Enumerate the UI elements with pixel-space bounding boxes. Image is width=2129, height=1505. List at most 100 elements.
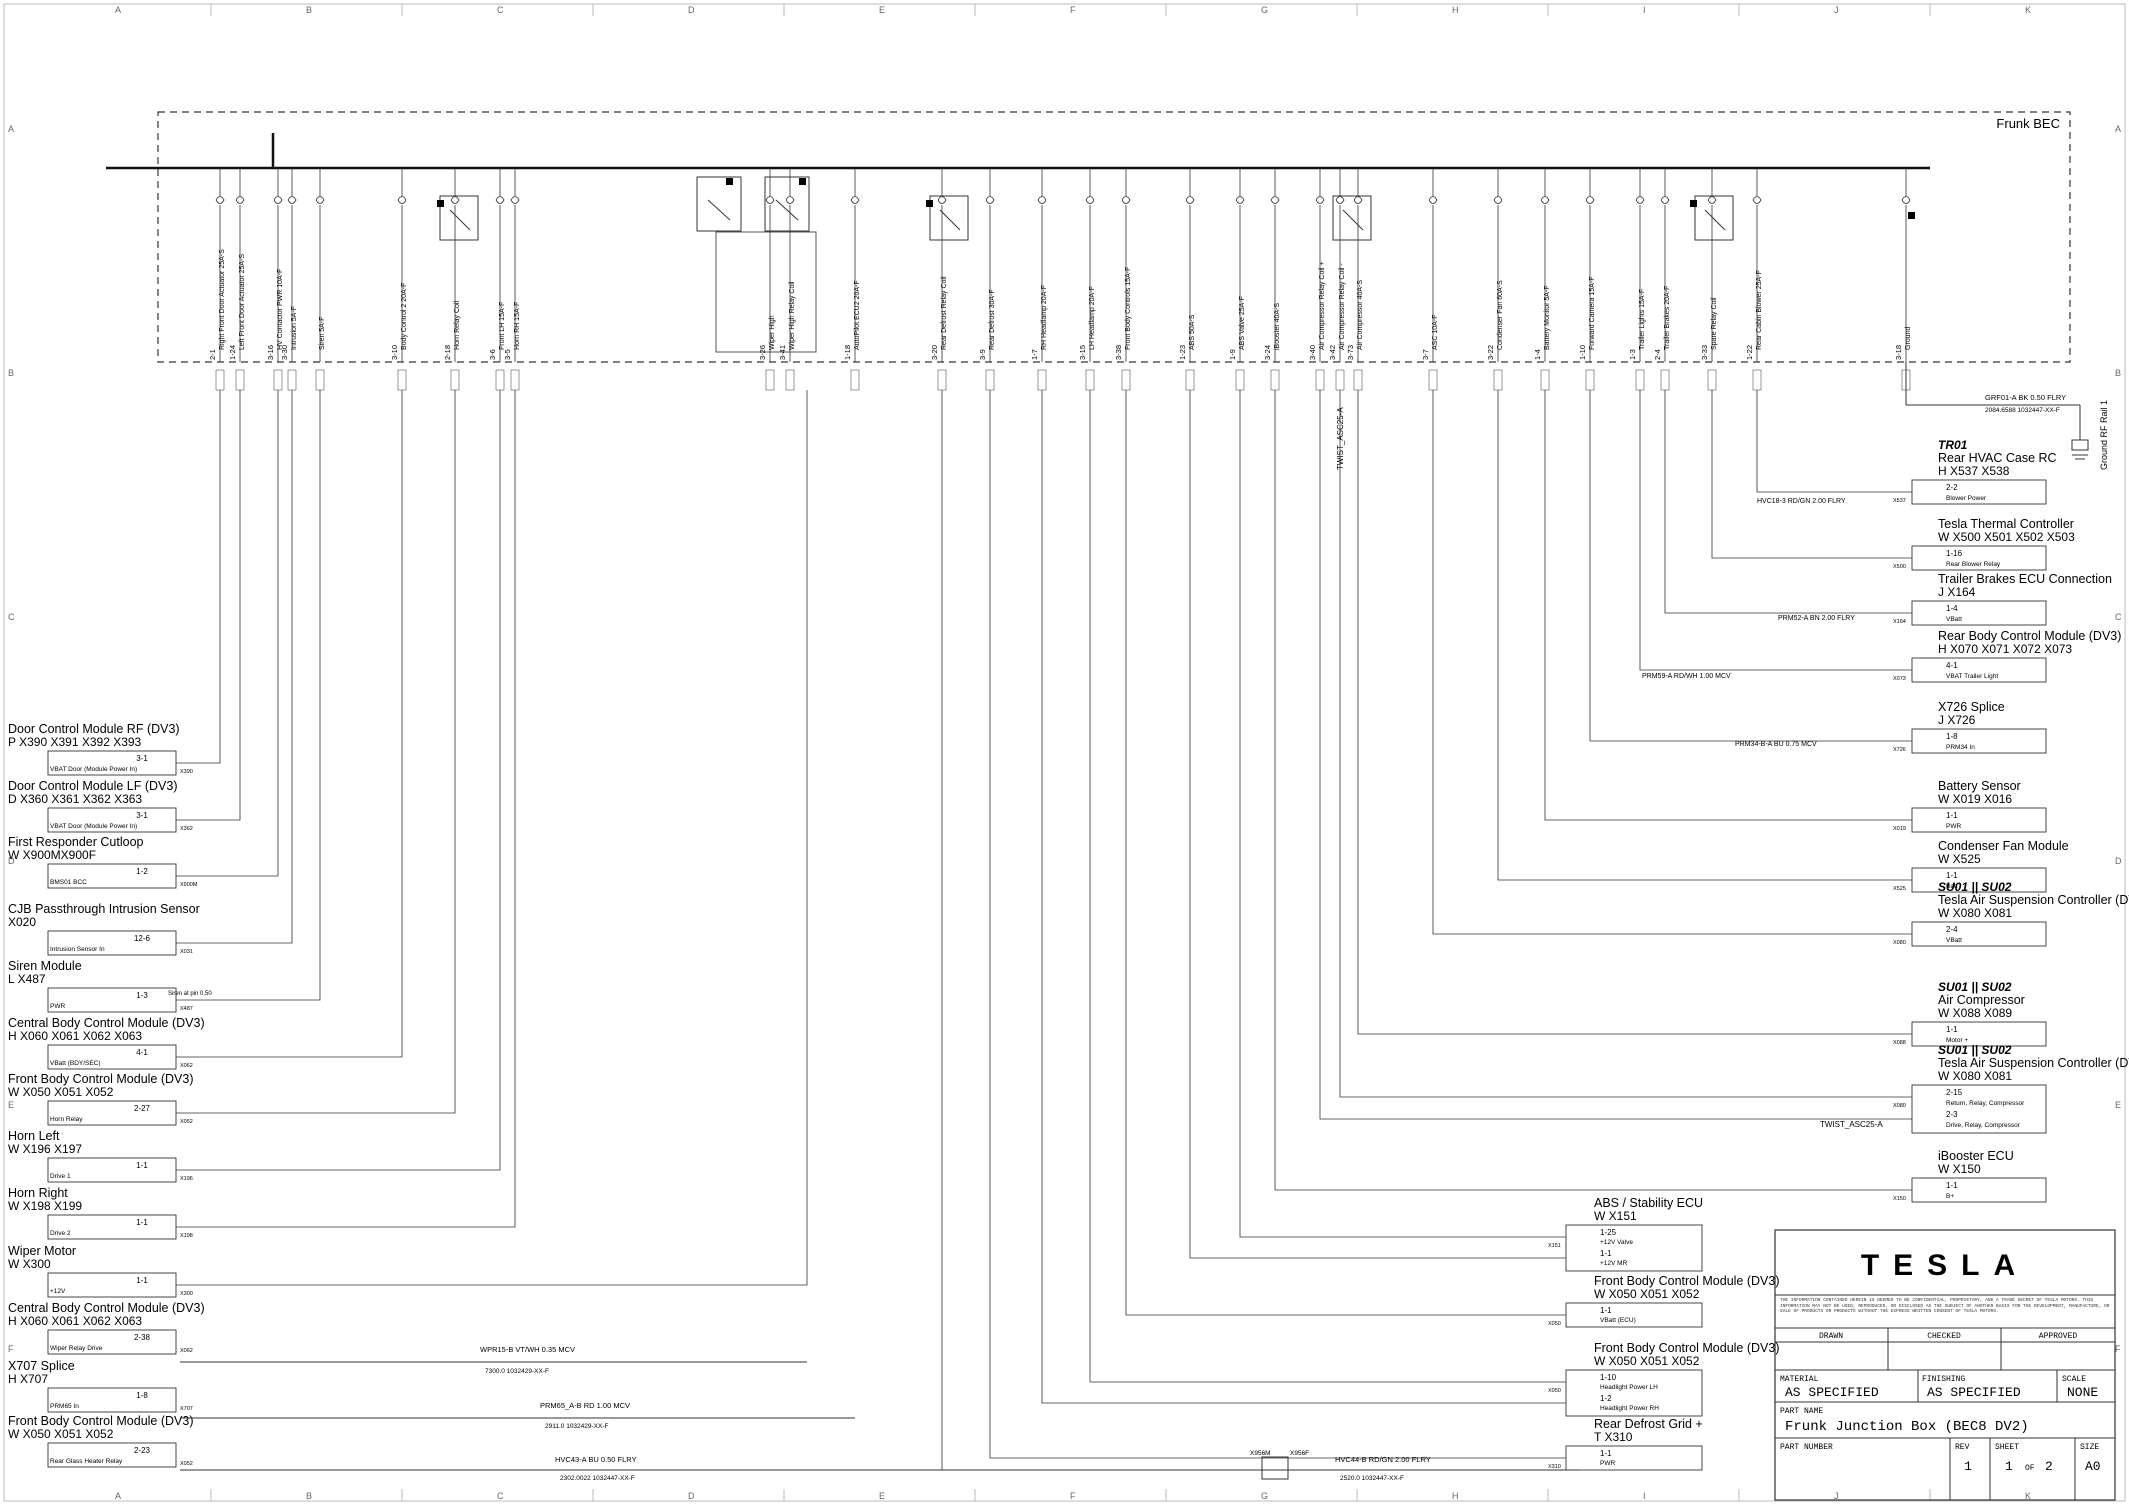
connector-id: X198	[180, 1233, 193, 1239]
left-component: Door Control Module LF (DV3)D X360 X361 …	[8, 779, 193, 833]
pin-label: Drive, Relay, Compressor	[1946, 1122, 2021, 1129]
pin-label: VBatt	[1946, 616, 1962, 623]
pin-number: 2-38	[134, 1333, 151, 1342]
component-title: iBooster ECU	[1938, 1149, 2014, 1163]
component-title: X726 Splice	[1938, 700, 2005, 714]
bec-circuit: Right Front Door Actuator 25A-S2-1	[208, 168, 226, 391]
circuit-cavity: 3-26	[758, 345, 767, 360]
connector-id: X196	[180, 1176, 193, 1182]
grid-col-label-top: H	[1452, 5, 1459, 15]
bec-circuit: Body Control 2 20A-F3-10	[390, 168, 408, 391]
circuit-description: Horn RH 15A-F	[514, 302, 521, 350]
pin-number: 3-1	[136, 754, 148, 763]
connector-id: X537	[1893, 498, 1906, 504]
circuit-description: Condenser Fan 60A-S	[1497, 280, 1504, 350]
left-component: CJB Passthrough Intrusion Sensor X02012-…	[8, 902, 200, 956]
bec-circuit: ASC 10A-F3-7	[1421, 168, 1439, 391]
bec-circuit: Rear Cabin Blower 25A-F1-22	[1745, 168, 1763, 391]
scale-value: NONE	[2067, 1385, 2098, 1400]
frunk-bec-enclosure	[157, 111, 2071, 363]
component-title: Front Body Control Module (DV3)	[8, 1072, 194, 1086]
circuit-cavity: 3-7	[1421, 349, 1430, 360]
bec-circuit: Front LH 15A-F3-6	[488, 168, 506, 391]
circuit-cavity: 3-18	[1894, 345, 1903, 360]
circuit-description: RH Headlamp 20A-F	[1041, 285, 1048, 350]
circuit-cavity: 1-24	[228, 345, 237, 360]
component-title: Trailer Brakes ECU Connection	[1938, 572, 2112, 586]
pin-number: 2-2	[1946, 483, 1958, 492]
circuit-cavity: 1-18	[843, 345, 852, 360]
checked-label: CHECKED	[1927, 1332, 1961, 1341]
grid-row-label-right: A	[2115, 124, 2121, 134]
grid-row-label-left: F	[8, 1344, 14, 1354]
grid-row-label-left: A	[8, 124, 14, 134]
wire-note: Siren at pin 0.50	[168, 991, 212, 997]
spare-relay	[1690, 195, 1734, 241]
grid-col-label-bottom: B	[306, 1491, 312, 1501]
component-connectors: H X070 X071 X072 X073	[1938, 642, 2072, 656]
component-connectors: H X707	[8, 1372, 48, 1386]
grid-col-label-top: G	[1261, 5, 1268, 15]
circuit-cavity: 2-4	[1653, 349, 1662, 360]
grid-col-label-top: B	[306, 5, 312, 15]
connector-id: X052	[180, 1119, 193, 1125]
pin-number: 1-1	[1946, 1181, 1958, 1190]
circuit-description: Rear Defrost Relay Coil	[941, 276, 948, 350]
material-label: MATERIAL	[1780, 1375, 1819, 1384]
pin-number: 1-1	[136, 1276, 148, 1285]
grid-col-label-top: F	[1070, 5, 1076, 15]
component-title: Horn Right	[8, 1186, 68, 1200]
component-title: Siren Module	[8, 959, 82, 973]
bec-circuit: Air Compressor 40A-S3-73	[1346, 168, 1364, 391]
component-connectors: H X537 X538	[1938, 464, 2010, 478]
circuit-cavity: 3-16	[266, 345, 275, 360]
pin-label: Wiper Relay Drive	[50, 1345, 103, 1352]
pin-number: 1-1	[1600, 1306, 1612, 1315]
wire-wiper-relay-label: WPR15-B VT/WH 0.35 MCV	[480, 1345, 575, 1354]
component-tag: SU01 || SU02	[1938, 980, 2012, 994]
grid-col-label-bottom: I	[1643, 1491, 1646, 1501]
pin-label: Drive 1	[50, 1173, 71, 1180]
ground-symbol	[1905, 362, 2089, 460]
circuit-description: Horn Relay Coil	[454, 301, 461, 350]
grid-col-label-bottom: C	[497, 1491, 504, 1501]
connector-id: X487	[180, 1006, 193, 1012]
title-block: TESLA THE INFORMATION CONTAINED HEREIN I…	[1774, 1229, 2116, 1501]
component-connectors: L X487	[8, 972, 46, 986]
component-connectors: H X060 X061 X062 X063	[8, 1314, 142, 1328]
connector-id: X062	[180, 1063, 193, 1069]
pin-number: 1-1	[1946, 1025, 1958, 1034]
finishing-value: AS SPECIFIED	[1927, 1385, 2021, 1400]
pin-label: PWR	[1946, 823, 1961, 830]
component-title: First Responder Cutloop	[8, 835, 144, 849]
circuit-description: Trailer Brakes 20A-F	[1664, 286, 1671, 350]
component-connectors: W X500 X501 X502 X503	[1938, 530, 2075, 544]
pin-number: 2-23	[134, 1446, 151, 1455]
part-number-label: PART NUMBER	[1780, 1443, 1833, 1452]
size-label: SIZE	[2080, 1443, 2099, 1452]
bec-circuit: Forward Camera 15A-F1-10	[1578, 168, 1596, 391]
component-connectors: W X525	[1938, 852, 1981, 866]
grid-row-label-right: C	[2115, 612, 2122, 622]
pin-label: VBatt	[1946, 937, 1962, 944]
circuit-cavity: 2-1	[208, 349, 217, 360]
bec-circuit: Condenser Fan 60A-S3-22	[1486, 168, 1504, 391]
component-connectors: H X060 X061 X062 X063	[8, 1029, 142, 1043]
circuit-description: Intrusion 5A-F	[291, 306, 298, 350]
circuit-description: Body Control 2 20A-F	[401, 283, 408, 350]
rev-label: REV	[1955, 1443, 1970, 1452]
connector-id: X050	[1548, 1321, 1561, 1327]
circuit-cavity: 3-5	[503, 349, 512, 360]
component-title: Condenser Fan Module	[1938, 839, 2069, 853]
component-title: Rear Body Control Module (DV3)	[1938, 629, 2121, 643]
ground-wire-label: GRF01-A BK 0.50 FLRY	[1985, 393, 2066, 402]
pin-number: 2-15	[1946, 1088, 1963, 1097]
